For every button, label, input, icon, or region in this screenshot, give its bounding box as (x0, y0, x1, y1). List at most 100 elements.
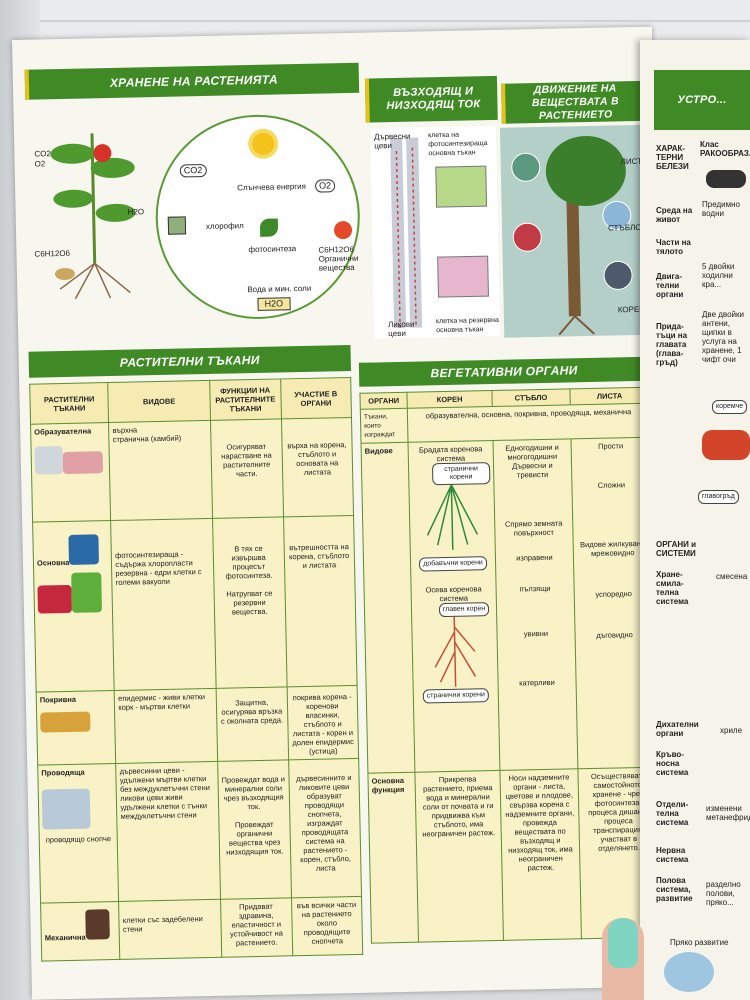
right-row-3: Двига-телни органи (656, 272, 684, 299)
root-func: Прикрепва растението, приема вода и мине… (414, 770, 504, 943)
stem-kinds: Едногодишни и многогодишни Дървесни и тр… (492, 438, 578, 771)
cell1-label: клетка на фотосинтезираща основна тъкан (428, 131, 488, 158)
leaf-label: ЛИСТ (620, 156, 643, 167)
right-row-8: Кръво-носна система (656, 750, 689, 777)
water-label: Вода и мин. соли (247, 283, 312, 295)
tissue-name: Основна (32, 520, 115, 693)
conducting-bundle-label: проводящо снопче (45, 834, 112, 845)
tissue-kinds: фотосинтезираща - съдържа хлоропласти ре… (110, 518, 216, 691)
right-row-6: Хране-смила-телна система (656, 570, 689, 606)
tissue-func: В тях се извършва процесът фотосинтеза. … (212, 516, 287, 689)
table-row: Основна фотосинтезираща - съдържа хлороп… (32, 515, 358, 693)
h2o-box: H2O (257, 297, 291, 311)
phloem-label: Ликови цеви (387, 319, 415, 339)
tissue-name: Механична (40, 901, 121, 962)
right-row-5: ОРГАНИ и СИСТЕМИ (656, 540, 697, 558)
tissue-kinds: върхна странична (камбий) (108, 420, 213, 521)
tissues-header-1: ВИДОВЕ (108, 380, 211, 423)
table-row: Основна функция Прикрепва растението, пр… (367, 767, 661, 944)
right-val-2: Две двойки антени, щипки в услуга на хра… (702, 310, 744, 364)
table-row: Образувателна върхна странична (камбий) … (30, 417, 354, 523)
organs-table: ОРГАНИ КОРЕН СТЪБЛО ЛИСТА Тъкани, които … (359, 386, 661, 944)
co2-label: CO2 (179, 163, 207, 178)
nutrition-title: ХРАНЕНЕ НА РАСТЕНИЯТА (24, 62, 360, 100)
label-co2-left: CO2 (34, 149, 51, 159)
right-val-5: хриле (720, 726, 743, 735)
right-poster-page: УСТРО... Клас РАКООБРАЗ... ХАРАК-ТЕРНИ Б… (640, 40, 750, 1000)
tissue-name: Образувателна (30, 422, 111, 523)
tissues-header-3: УЧАСТИЕ В ОРГАНИ (280, 377, 352, 419)
tissue-part: покрива корена - коренови власинки, стъб… (286, 685, 359, 760)
built-value: образувателна, основна, покривна, провод… (407, 403, 650, 443)
func-label: Основна функция (367, 772, 419, 944)
tissues-title: РАСТИТЕЛНИ ТЪКАНИ (28, 344, 352, 378)
crayfish-icon (706, 170, 746, 188)
table-row: Видове Брадата коренова система страничн… (361, 437, 657, 774)
chlorophyll-label: хлорофил (205, 221, 244, 231)
organs-header-1: КОРЕН (407, 390, 493, 409)
flow-figure (369, 125, 501, 339)
label-c6-left: C6H12O6 (34, 248, 71, 259)
right-row-9: Отдели-телна система (656, 800, 689, 827)
movement-title: ДВИЖЕНИЕ НА ВЕЩЕСТВАТА В РАСТЕНИЕТО (501, 80, 646, 124)
o2-label: O2 (314, 179, 336, 193)
table-row: Покривна епидермис - живи клетки корк - … (36, 685, 359, 766)
poster-page: ХРАНЕНЕ НА РАСТЕНИЯТА ВЪЗХОДЯЩ И НИЗХОДЯ… (12, 26, 672, 1000)
thumbnail (608, 918, 638, 968)
crayfish-red-icon (702, 430, 750, 460)
tissue-kinds: дървесинни цеви - удължени мъртви клетки… (115, 761, 221, 902)
organs-title: ВЕГЕТАТИВНИ ОРГАНИ (358, 356, 650, 387)
chloroplast-icon (167, 216, 187, 235)
flow-title: ВЪЗХОДЯЩ И НИЗХОДЯЩ ТОК (364, 75, 498, 123)
right-val-7: разделно полови, пряко... (706, 880, 741, 907)
built-label: Тъкани, които изграждат (360, 408, 409, 444)
organs-header-3: ЛИСТА (569, 387, 650, 405)
right-val-4: смесена (716, 572, 748, 581)
label-o2-left: O2 (34, 159, 46, 169)
right-row-0: ХАРАК-ТЕРНИ БЕЛЕЗИ (656, 144, 689, 171)
cephalothorax-label: главогръд (698, 490, 739, 504)
photosynthesis-label: фотосинтеза (248, 244, 297, 255)
tomato-plant-figure (32, 112, 154, 304)
abdomen-label: коремче (712, 400, 748, 414)
xylem-label: Дървесни цеви (374, 131, 411, 151)
tissue-name: Покривна (36, 690, 116, 766)
right-row-11: Полова система, развитие (656, 876, 693, 903)
right-col-header: Клас РАКООБРАЗ... (700, 140, 750, 158)
right-bottom: Пряко развитие (670, 938, 729, 947)
table-row: Механична клетки със задебелени стени Пр… (40, 896, 363, 962)
tissue-func: Придават здравина, еластичност и устойчи… (220, 897, 293, 958)
right-val-0: Предимно водни (702, 200, 740, 218)
cell2-label: клетка на резервна основна тъкан (435, 316, 499, 335)
stem-func: Носи надземните органи - листа, цветове … (499, 768, 582, 941)
tissue-func: Осигуряват нарастване на растителните ча… (210, 418, 284, 519)
right-title: УСТРО... (654, 70, 750, 130)
larva-icon (664, 952, 714, 992)
kinds-label: Видове (361, 442, 415, 774)
tissue-part: върха на корена, стъблото и основата на … (281, 417, 354, 517)
tissue-part: дървесинните и ликовите цеви образуват п… (288, 758, 362, 898)
right-val-6: изменени метанефриди (706, 804, 750, 822)
organs-header-2: СТЪБЛО (491, 388, 571, 407)
tissue-part: във всички части на растението около про… (291, 896, 363, 956)
sun-energy-label: Слънчева енергия (237, 181, 307, 193)
tissue-func: Провеждат вода и минерални соли чрез въз… (217, 759, 292, 900)
stem-label: СТЪБЛО (607, 222, 642, 233)
root-kinds: Брадата коренова система странични корен… (408, 440, 500, 773)
label-h2o-right: H2O (127, 207, 145, 217)
right-row-10: Нервна система (656, 846, 689, 864)
tissues-header-2: ФУНКЦИИ НА РАСТИТЕЛНИТЕ ТЪКАНИ (209, 378, 282, 421)
tissues-header-0: РАСТИТЕЛНИ ТЪКАНИ (29, 382, 109, 425)
right-row-4: Прида-тъци на главата (глава-гръд) (656, 322, 688, 367)
tissue-kinds: клетки със задебелени стени (118, 899, 222, 960)
tissues-table: РАСТИТЕЛНИ ТЪКАНИ ВИДОВЕ ФУНКЦИИ НА РАСТ… (29, 376, 364, 962)
right-row-1: Среда на живот (656, 206, 693, 224)
movement-figure (499, 124, 647, 338)
organic-label: C6H12O6 Органични вещества (318, 244, 359, 273)
right-row-7: Дихателни органи (656, 720, 699, 738)
right-row-2: Части на тялото (656, 238, 691, 256)
right-val-1: 5 двойки ходилни кра... (702, 262, 735, 289)
tissue-part: вътрешността на корена, стъблото и листа… (283, 515, 358, 687)
organs-header-0: ОРГАНИ (359, 392, 408, 410)
